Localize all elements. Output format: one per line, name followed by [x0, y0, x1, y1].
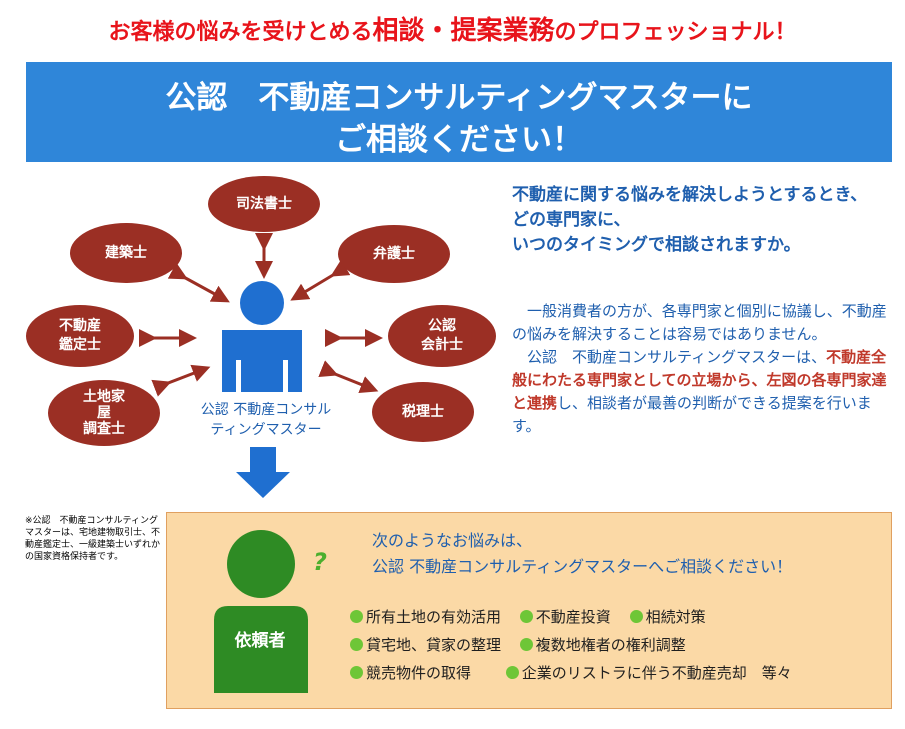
bullet-icon: [519, 610, 533, 623]
body-paragraph2: 公認 不動産コンサルティングマスターは、不動産全般にわたる専門家としての立場から…: [512, 346, 892, 438]
body-paragraph1: 一般消費者の方が、各専門家と個別に協議し、不動産の悩みを解決することは容易ではあ…: [512, 302, 887, 343]
oval-label: 土地家 屋 調査士: [83, 389, 125, 437]
title-banner: 公認 不動産コンサルティングマスターに ご相談ください！: [26, 62, 892, 162]
oval-label: 建築士: [105, 244, 147, 261]
client-label: 依頼者: [234, 631, 286, 651]
concern-row3: 競売物件の取得 企業のリストラに伴う不動産売却 等々: [350, 662, 792, 683]
bullet-icon: [350, 638, 363, 651]
body-p2c: し、相談者が最善の判断ができる提案を行います。: [512, 394, 872, 435]
list-item: 所有土地の有効活用: [350, 608, 501, 626]
list-item: 相続対策: [629, 608, 706, 626]
bullet-icon: [350, 666, 363, 679]
headline: お客様の悩みを受けとめる相談・提案業務のプロフェッショナル！: [0, 10, 905, 47]
oval-bengo: 弁護士: [338, 225, 450, 283]
body-text: 一般消費者の方が、各専門家と個別に協議し、不動産の悩みを解決することは容易ではあ…: [512, 300, 892, 438]
question-line3: いつのタイミングで相談されますか。: [512, 235, 801, 255]
oval-label: 公認 会計士: [421, 318, 463, 353]
arrow-chosa: [151, 364, 211, 397]
question-mark-icon: ?: [313, 548, 327, 576]
list-item: 不動産投資: [519, 608, 611, 626]
consultant-person-icon: [222, 281, 302, 392]
panel-line1: 次のようなお悩みは、: [372, 531, 533, 550]
panel-heading: 次のようなお悩みは、 公認 不動産コンサルティングマスターへご相談ください！: [372, 528, 792, 580]
question-line2: どの専門家に、: [512, 210, 631, 230]
down-arrow-icon: [236, 447, 290, 498]
oval-label: 不動産 鑑定士: [59, 318, 101, 353]
headline-part1: お客様の悩みを受けとめる: [108, 20, 373, 45]
oval-chosa: 土地家 屋 調査士: [48, 380, 160, 446]
list-item: 企業のリストラに伴う不動産売却 等々: [505, 664, 792, 682]
question-line1: 不動産に関する悩みを解決しようとするとき、: [512, 185, 868, 205]
oval-kenchiku: 建築士: [70, 223, 182, 283]
bullet-icon: [519, 638, 533, 651]
headline-part3: のプロフェッショナル！: [554, 20, 797, 45]
headline-part2: 相談・提案業務: [372, 16, 555, 46]
footnote: ※公認 不動産コンサルティングマスターは、宅地建物取引士、不動産鑑定士、一級建築…: [25, 516, 161, 562]
arrow-zeiri: [318, 360, 379, 394]
bullet-icon: [505, 666, 519, 679]
bullet-icon: [350, 610, 363, 623]
arrow-bengo: [290, 259, 351, 301]
banner-line1: 公認 不動産コンサルティングマスターに: [165, 80, 753, 116]
oval-shiho: 司法書士: [208, 176, 320, 232]
arrow-kenchiku: [167, 262, 230, 303]
body-p2b-highlight: 不動産全般にわたる専門家としての立場から、左図の各専門家達と連携: [512, 348, 887, 412]
consultant-label: 公認 不動産コンサル ティングマスター: [200, 402, 332, 438]
oval-zeiri: 税理士: [372, 382, 474, 442]
list-item: 複数地権者の権利調整: [519, 636, 686, 654]
body-p2a: 公認 不動産コンサルティングマスターは、: [527, 348, 827, 366]
oval-label: 司法書士: [236, 195, 292, 212]
banner-line2: ご相談ください！: [335, 122, 583, 158]
oval-kaikei: 公認 会計士: [388, 305, 496, 367]
question-text: 不動産に関する悩みを解決しようとするとき、 どの専門家に、 いつのタイミングで相…: [512, 183, 867, 258]
panel-line2: 公認 不動産コンサルティングマスターへご相談ください！: [372, 557, 793, 576]
oval-label: 税理士: [402, 403, 444, 420]
client-person-icon: [214, 530, 308, 693]
list-item: 貸宅地、貸家の整理: [350, 636, 501, 654]
bullet-icon: [629, 610, 643, 623]
concern-row2: 貸宅地、貸家の整理 複数地権者の権利調整: [350, 634, 686, 655]
concern-row1: 所有土地の有効活用 不動産投資 相続対策: [350, 606, 706, 627]
oval-kantei: 不動産 鑑定士: [26, 305, 134, 367]
list-item: 競売物件の取得: [350, 664, 471, 682]
oval-label: 弁護士: [373, 245, 415, 262]
